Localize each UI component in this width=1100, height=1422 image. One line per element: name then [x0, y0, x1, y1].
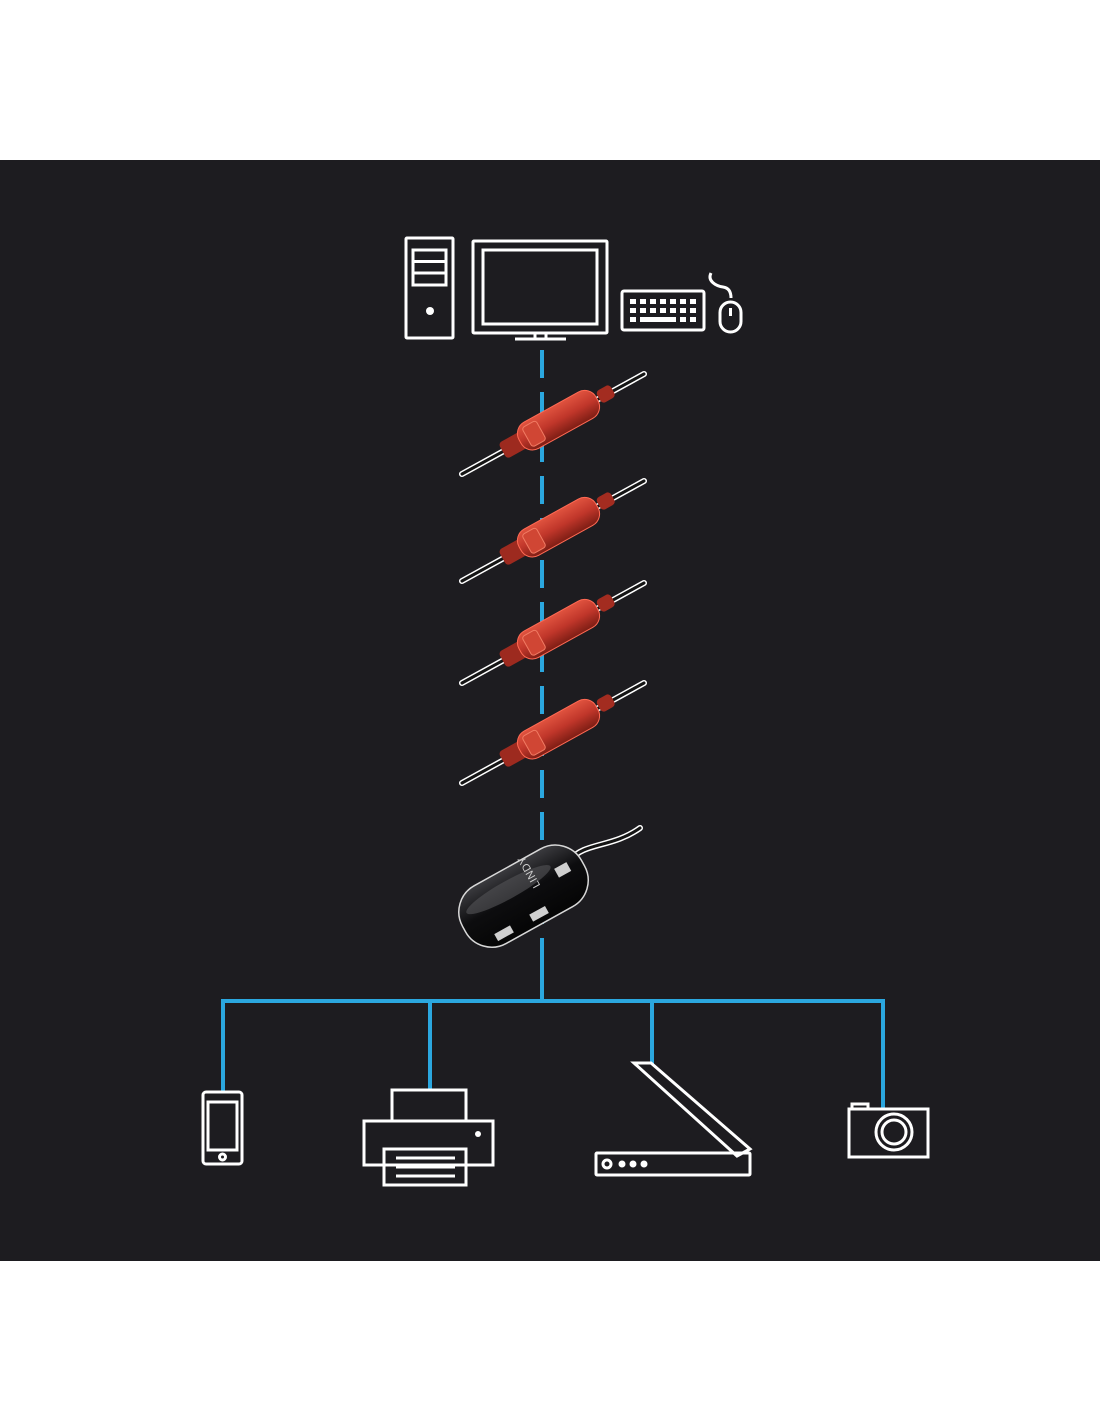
pc-tower-icon: [404, 236, 455, 340]
usb-extension-diagram: LINDY: [201, 236, 930, 1187]
printer-icon: [362, 1088, 495, 1187]
usb-active-extension-cable: [462, 374, 644, 474]
scanner-icon: [594, 1061, 753, 1177]
usb-active-extension-cable: [462, 481, 644, 581]
camera-icon: [847, 1102, 930, 1159]
usb-hub-icon: LINDY: [458, 825, 643, 948]
usb-active-extension-cable: [462, 683, 644, 783]
diagram-panel: LINDY: [0, 160, 1100, 1261]
monitor-icon: [471, 239, 609, 341]
usb-active-extension-cable: [462, 583, 644, 683]
mouse-icon: [708, 272, 743, 334]
keyboard-icon: [620, 289, 706, 332]
smartphone-icon: [201, 1090, 244, 1166]
usb-distribution-lines: [221, 950, 885, 1108]
